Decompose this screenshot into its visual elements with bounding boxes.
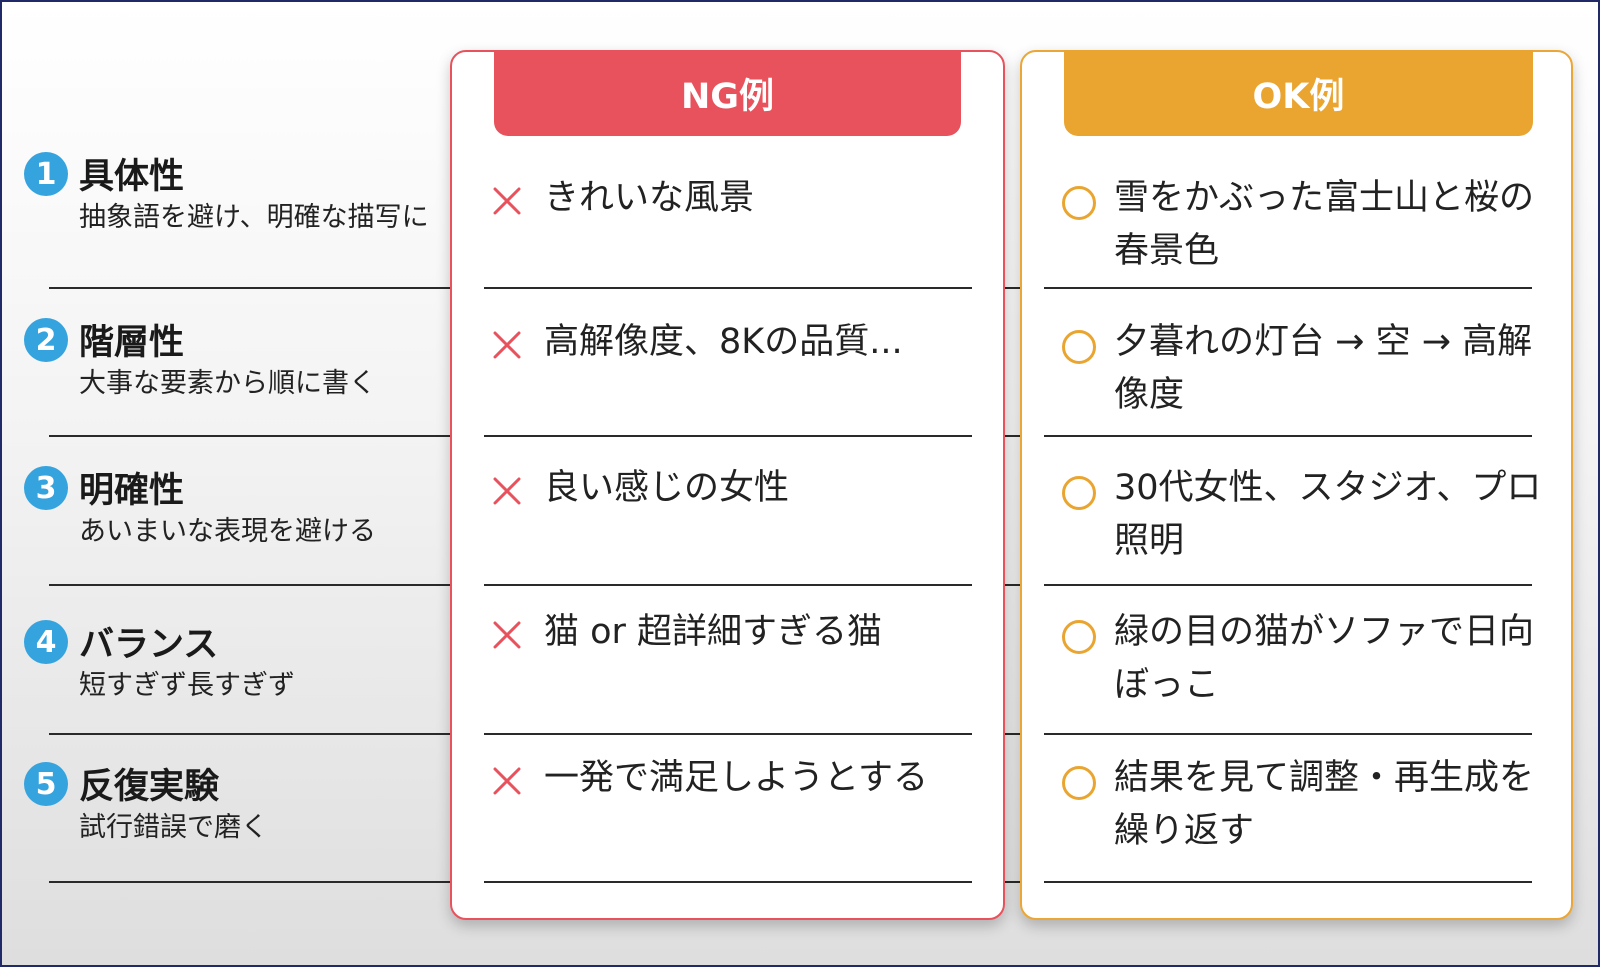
ng-divider	[484, 733, 972, 735]
ok-divider	[1044, 881, 1532, 883]
x-mark-icon	[493, 477, 521, 505]
criterion-title: 反復実験	[79, 767, 220, 807]
ok-header: OK例	[1064, 50, 1533, 136]
number-circle-icon: 2	[24, 318, 68, 362]
ng-text: 良い感じの女性	[544, 468, 790, 508]
ok-text: 緑の目の猫がソファで日向ぼっこ	[1114, 612, 1535, 705]
circle-mark-icon	[1062, 330, 1096, 364]
ok-divider	[1044, 287, 1532, 289]
criterion-title: バランス	[79, 625, 219, 665]
ok-text: 雪をかぶった富士山と桜の春景色	[1114, 178, 1535, 271]
ng-text: 猫 or 超詳細すぎる猫	[544, 612, 883, 652]
x-mark-icon	[493, 767, 521, 795]
circle-mark-icon	[1062, 620, 1096, 654]
ok-panel: OK例 雪をかぶった富士山と桜の春景色 夕暮れの灯台 → 空 → 高解像度 30…	[1020, 50, 1573, 920]
criterion-description: 抽象語を避け、明確な描写に	[79, 202, 429, 233]
criterion-description: あいまいな表現を避ける	[79, 516, 376, 547]
x-mark-icon	[493, 331, 521, 359]
ng-header: NG例	[494, 50, 961, 136]
circle-mark-icon	[1062, 186, 1096, 220]
ng-text: 高解像度、8Kの品質...	[544, 322, 903, 362]
ok-text: 結果を見て調整・再生成を繰り返す	[1114, 758, 1535, 851]
number-circle-icon: 5	[24, 762, 68, 806]
x-mark-icon	[493, 187, 521, 215]
number-circle-icon: 4	[24, 620, 68, 664]
ng-divider	[484, 584, 972, 586]
ng-panel: NG例 きれいな風景 高解像度、8Kの品質... 良い感じの女性 猫 or 超詳…	[450, 50, 1005, 920]
ok-text: 夕暮れの灯台 → 空 → 高解像度	[1114, 322, 1533, 415]
circle-mark-icon	[1062, 766, 1096, 800]
criterion-title: 明確性	[79, 471, 185, 511]
number-circle-icon: 3	[24, 466, 68, 510]
criterion-title: 具体性	[79, 157, 185, 197]
circle-mark-icon	[1062, 476, 1096, 510]
ok-divider	[1044, 435, 1532, 437]
criterion-title: 階層性	[79, 323, 185, 363]
criterion-description: 大事な要素から順に書く	[79, 368, 376, 399]
criterion-description: 短すぎず長すぎず	[79, 670, 295, 701]
ok-divider	[1044, 733, 1532, 735]
criterion-description: 試行錯誤で磨く	[79, 812, 268, 843]
ng-text: 一発で満足しようとする	[544, 758, 928, 798]
ng-divider	[484, 435, 972, 437]
ok-divider	[1044, 584, 1532, 586]
ng-divider	[484, 287, 972, 289]
ng-text: きれいな風景	[544, 178, 755, 218]
x-mark-icon	[493, 621, 521, 649]
number-circle-icon: 1	[24, 152, 68, 196]
ok-text: 30代女性、スタジオ、プロ照明	[1114, 468, 1542, 561]
ng-divider	[484, 881, 972, 883]
